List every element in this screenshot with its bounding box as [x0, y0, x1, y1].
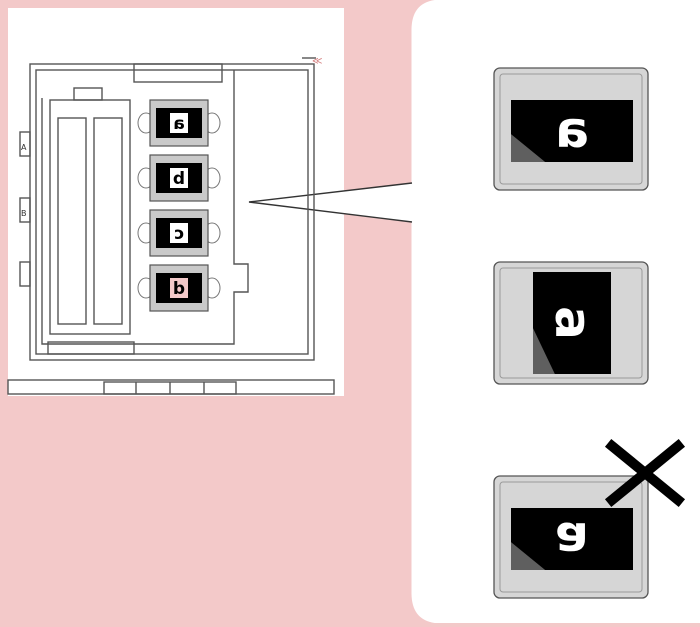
holder-slot: c: [137, 209, 221, 257]
film-strip-lane-left: [57, 117, 87, 325]
side-marker-b: B: [21, 209, 27, 218]
film-strip-clip: [73, 87, 103, 101]
holder-compartment: [41, 70, 249, 345]
slide-glare: [511, 134, 546, 162]
slide-glare: [533, 328, 555, 374]
slide-letter: a: [544, 306, 602, 340]
slide-inner-border: [499, 267, 643, 379]
slide-letter: a: [555, 101, 589, 159]
slot-letter: a: [173, 114, 184, 134]
callout-pointer: [248, 182, 413, 223]
slide-letter: a: [555, 511, 589, 569]
slide-inner-border: [499, 73, 643, 185]
slide-glare: [511, 542, 546, 570]
slot-letter: d: [173, 169, 185, 189]
example-slide-2: a: [493, 261, 649, 385]
holder-slot: d: [137, 154, 221, 202]
film-holder: [7, 57, 335, 395]
holder-slot: b: [137, 264, 221, 312]
slot-letter-plate: [170, 278, 188, 298]
slot-letter-plate: [170, 168, 188, 188]
slot-letter: c: [174, 224, 184, 244]
slot-letter-plate: [170, 223, 188, 243]
side-notch-b: [19, 197, 31, 223]
slide-inner-border: [499, 481, 643, 593]
side-notch-c: [19, 261, 31, 287]
cross-icon: [604, 438, 686, 508]
corner-mark: ≪: [312, 56, 322, 67]
slot-letter-plate: [170, 113, 188, 133]
holder-inner-frame: [35, 69, 309, 355]
side-marker-a: A: [21, 143, 27, 152]
holder-slots: a d c b: [137, 99, 221, 312]
orientation-examples: a a a: [493, 67, 686, 599]
holder-slot: a: [137, 99, 221, 147]
example-slide-1: a: [493, 67, 649, 191]
holder-top-tab: [133, 63, 223, 83]
holder-bottom-tab: [47, 341, 135, 355]
side-notch-a: [19, 131, 31, 157]
slot-letter: b: [173, 279, 185, 299]
example-slide-3: a: [493, 438, 686, 599]
film-strip-lane-right: [93, 117, 123, 325]
